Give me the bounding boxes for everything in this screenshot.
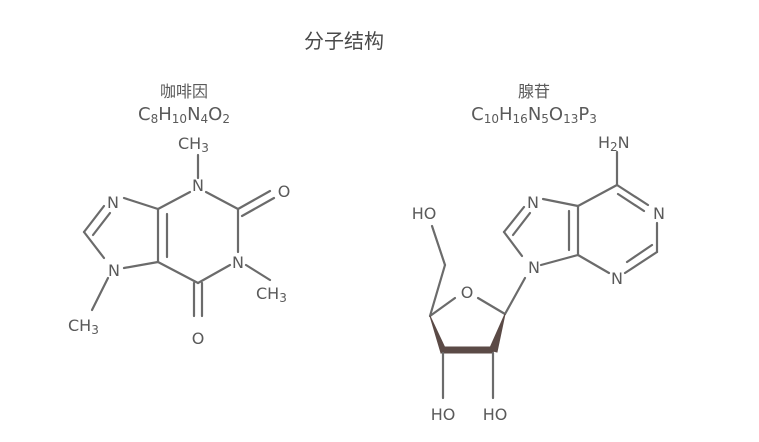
adenosine-atom-n-imidazole-top: N — [527, 193, 539, 212]
caffeine-formula-c: C — [138, 104, 151, 125]
adenosine-formula-c-count: 10 — [484, 112, 499, 126]
caffeine-methyl-top: CH3 — [178, 134, 209, 155]
caffeine-formula-n: N — [187, 104, 200, 125]
caffeine-formula-n-count: 4 — [201, 112, 209, 126]
caffeine-atom-n-imidazole-top: N — [107, 193, 119, 212]
caffeine-formula-h-count: 10 — [172, 112, 187, 126]
ribose-bond — [476, 296, 507, 316]
adenosine-bond — [576, 253, 611, 275]
methyl-ch: CH — [256, 284, 279, 303]
adenosine-name: 腺苷 — [518, 82, 550, 101]
ribose-bond — [430, 224, 447, 267]
ribose-hydroxyl-top: HO — [412, 204, 437, 223]
adenosine-atom-n-ring-bottom: N — [611, 269, 623, 288]
adenosine-bond — [503, 276, 527, 316]
caffeine-atom-n-top: N — [192, 176, 204, 195]
methyl-ch: CH — [68, 316, 91, 335]
adenosine-atom-n-imidazole-bottom: N — [528, 258, 540, 277]
adenosine-formula-p: P — [578, 104, 589, 125]
caffeine-formula-c-count: 8 — [151, 112, 159, 126]
amino-h: H — [598, 133, 610, 152]
adenosine-formula-o-count: 13 — [563, 112, 578, 126]
ribose-bond — [428, 263, 447, 318]
adenosine-formula-o: O — [549, 104, 563, 125]
caffeine-methyl-left: CH3 — [68, 316, 99, 337]
caffeine-structure — [82, 153, 276, 318]
adenosine-bond — [539, 253, 580, 267]
caffeine-formula-o-count: 2 — [222, 112, 230, 126]
caffeine-methyl-right: CH3 — [256, 284, 287, 305]
caffeine-bond — [156, 260, 200, 285]
caffeine-formula: C8H10N4O2 — [138, 104, 230, 126]
adenosine-bond — [615, 183, 650, 207]
caffeine-name: 咖啡因 — [160, 82, 208, 101]
ribose-bond — [428, 296, 457, 318]
adenosine-bond — [576, 183, 619, 208]
adenosine-bond — [502, 205, 526, 234]
caffeine-bond — [204, 190, 240, 211]
caffeine-formula-o: O — [208, 104, 222, 125]
adenosine-bond — [616, 192, 646, 213]
caffeine-formula-h: H — [158, 104, 172, 125]
methyl-ch: CH — [178, 134, 201, 153]
adenosine-amino-group: H2N — [598, 133, 630, 154]
caffeine-atom-o-right: O — [278, 182, 291, 201]
ribose-hydroxyl-bottom-left: HO — [431, 405, 456, 424]
methyl-subscript: 3 — [91, 323, 99, 337]
caffeine-bond — [122, 260, 160, 270]
adenosine-base — [502, 150, 659, 316]
adenosine-bond — [625, 243, 654, 264]
adenosine-formula-n: N — [528, 104, 541, 125]
adenosine-bond — [511, 211, 532, 237]
adenosine-bond — [623, 250, 659, 275]
amino-n: N — [618, 133, 630, 152]
caffeine-bond — [90, 276, 110, 312]
caffeine-bond — [156, 190, 192, 211]
ribose-wedge-bond — [440, 346, 495, 354]
adenosine-atom-n-ring-right: N — [653, 204, 665, 223]
adenosine-formula-h: H — [499, 104, 513, 125]
caffeine-bond — [82, 204, 106, 234]
caffeine-atom-o-bottom: O — [192, 329, 205, 348]
caffeine-bond — [122, 196, 160, 211]
adenosine-ribose — [428, 224, 507, 400]
adenosine-formula: C10H16N5O13P3 — [471, 104, 597, 126]
amino-subscript: 2 — [610, 140, 618, 154]
caffeine-bond — [244, 263, 272, 282]
methyl-subscript: 3 — [201, 141, 209, 155]
adenosine-formula-p-count: 3 — [589, 112, 597, 126]
caffeine-bond — [91, 211, 112, 237]
adenosine-formula-n-count: 5 — [541, 112, 549, 126]
caffeine-bond — [196, 263, 232, 285]
page-title: 分子结构 — [304, 29, 384, 53]
caffeine-bond — [240, 196, 276, 218]
caffeine-bond — [82, 230, 106, 260]
adenosine-formula-c: C — [471, 104, 484, 125]
caffeine-bond — [236, 189, 272, 211]
ribose-hydroxyl-bottom-right: HO — [483, 405, 508, 424]
ribose-wedge-bond — [488, 313, 506, 353]
caffeine-atom-n-imidazole-bottom: N — [108, 261, 120, 280]
caffeine-atom-n-right: N — [232, 253, 244, 272]
adenosine-bond — [502, 230, 524, 258]
methyl-subscript: 3 — [279, 291, 287, 305]
ribose-atom-o: O — [461, 283, 474, 302]
adenosine-bond — [541, 197, 580, 208]
adenosine-formula-h-count: 16 — [513, 112, 528, 126]
